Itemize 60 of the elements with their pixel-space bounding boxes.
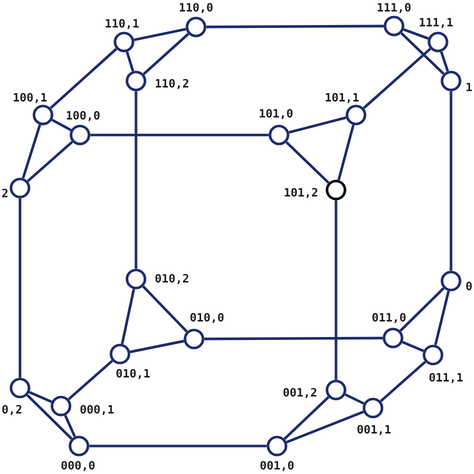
edge-line bbox=[50, 48, 118, 110]
edge-line bbox=[126, 51, 134, 72]
vertex-label: 1 bbox=[466, 82, 472, 92]
vertex-label: 101,2 bbox=[284, 188, 318, 198]
vertex-label: 000,1 bbox=[80, 404, 114, 416]
edge-line bbox=[380, 360, 426, 402]
edge-line bbox=[134, 91, 138, 269]
vertex-label: 010,1 bbox=[116, 368, 150, 380]
vertex-label: 010,2 bbox=[155, 274, 188, 284]
vertex-label: 110,1 bbox=[106, 18, 139, 30]
vertex-label: 100,1 bbox=[14, 92, 47, 104]
edge-line bbox=[26, 140, 74, 182]
vertex-label: 0,2 bbox=[2, 404, 22, 416]
edge-line bbox=[400, 32, 444, 75]
edge-line bbox=[450, 91, 452, 271]
vertex-label: 101,1 bbox=[326, 92, 359, 104]
edge-line bbox=[337, 124, 355, 180]
edge-line bbox=[288, 116, 346, 134]
vertex-label: 100,0 bbox=[66, 110, 100, 122]
edge-line bbox=[130, 340, 184, 354]
edge-line bbox=[204, 336, 383, 340]
vertex-label: 111,1 bbox=[420, 18, 453, 28]
edge-line bbox=[284, 396, 330, 440]
edge-line bbox=[399, 287, 445, 332]
edge-line bbox=[403, 28, 429, 40]
edge-line bbox=[51, 118, 72, 132]
edge-line bbox=[434, 290, 450, 346]
vertex-label: 2 bbox=[2, 188, 8, 198]
vertex-label: 000,0 bbox=[61, 460, 95, 472]
vertex-label: 011,0 bbox=[372, 312, 406, 324]
edge-line bbox=[64, 414, 76, 438]
edge-line bbox=[440, 51, 449, 72]
edge-line bbox=[142, 286, 188, 332]
edge-line bbox=[22, 124, 42, 179]
vertex-label: 001,2 bbox=[283, 388, 316, 398]
edge-line bbox=[26, 394, 73, 440]
vertex-label: 011,1 bbox=[429, 372, 463, 384]
edge-line bbox=[344, 393, 364, 405]
edge-line bbox=[89, 444, 267, 448]
edge-line bbox=[68, 360, 114, 400]
edge-line bbox=[286, 410, 364, 444]
vertex-label: 110,2 bbox=[156, 78, 188, 90]
vertex-label: 0 bbox=[466, 282, 472, 290]
vertex-label: 110,0 bbox=[180, 2, 213, 14]
edge-line bbox=[334, 200, 338, 380]
edge-line bbox=[28, 390, 52, 404]
edge-line bbox=[18, 198, 22, 378]
vertex-label: 010,0 bbox=[190, 312, 224, 324]
vertex-label: 101,0 bbox=[260, 108, 293, 120]
vertex-label: 001,0 bbox=[260, 460, 294, 472]
edge-line bbox=[120, 288, 136, 344]
edge-line bbox=[362, 48, 432, 110]
edge-line bbox=[206, 24, 384, 28]
edge-line bbox=[134, 28, 186, 42]
vertex-label: 001,1 bbox=[357, 424, 391, 436]
edge-line bbox=[402, 340, 424, 352]
edge-line bbox=[90, 134, 269, 136]
edge-line bbox=[286, 141, 330, 184]
edge-line bbox=[142, 32, 190, 76]
vertex-label: 111,0 bbox=[378, 2, 411, 14]
